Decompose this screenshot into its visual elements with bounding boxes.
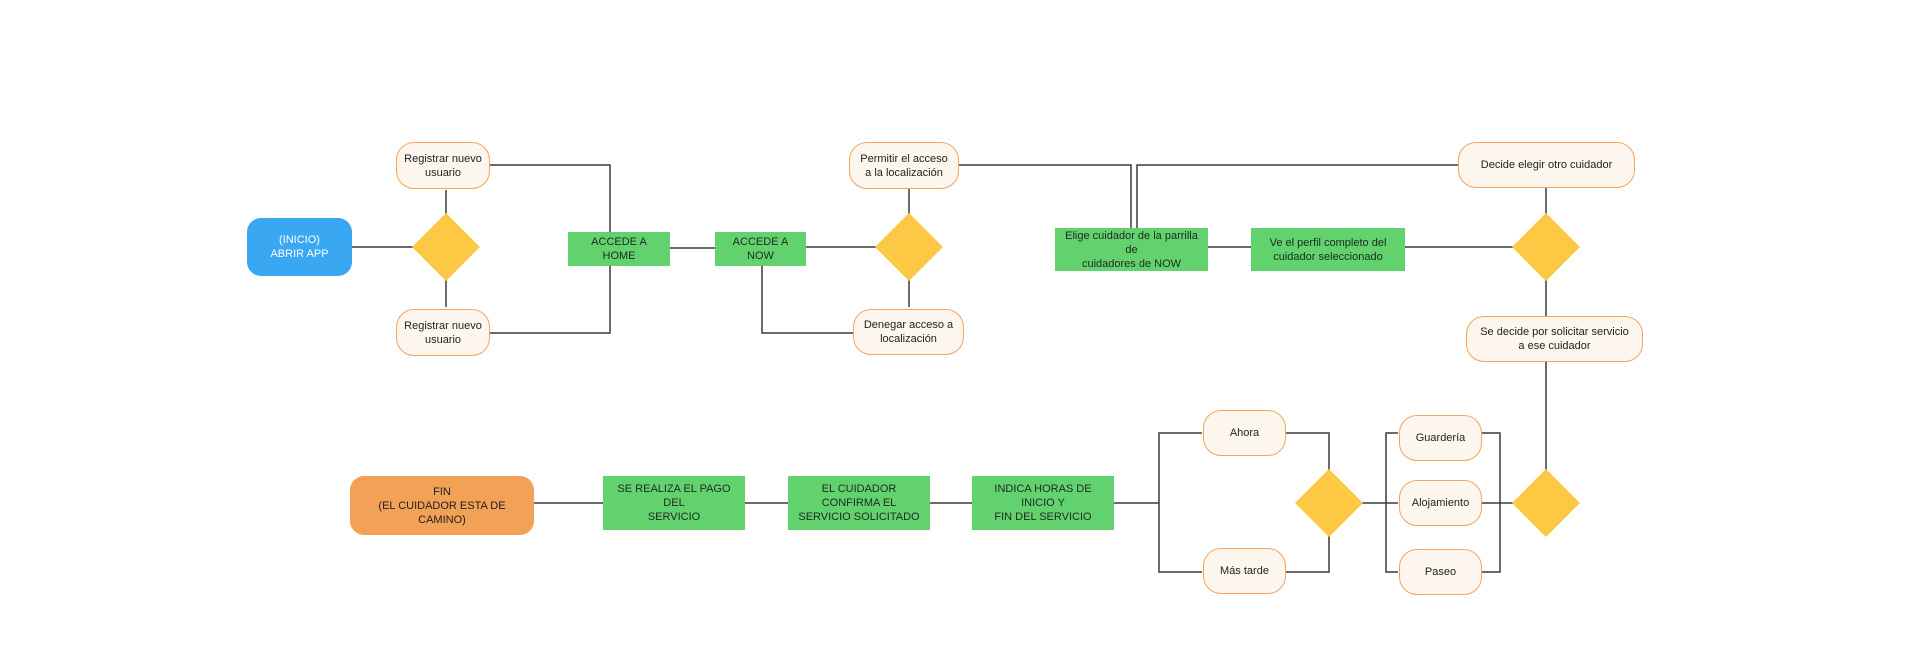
payment-node: SE REALIZA EL PAGO DEL SERVICIO — [603, 476, 745, 530]
connector — [1136, 164, 1458, 228]
start-node: (INICIO) ABRIR APP — [247, 218, 352, 276]
allow-location-node: Permitir el acceso a la localización — [849, 142, 959, 189]
option-walk-node: Paseo — [1399, 549, 1482, 595]
connector — [1158, 432, 1202, 573]
view-profile-node: Ve el perfil completo del cuidador selec… — [1251, 228, 1405, 271]
access-now-node: ACCEDE A NOW — [715, 232, 806, 266]
end-node: FIN (EL CUIDADOR ESTA DE CAMINO) — [350, 476, 534, 535]
service-hours-node: INDICA HORAS DE INICIO Y FIN DEL SERVICI… — [972, 476, 1114, 530]
access-home-node: ACCEDE A HOME — [568, 232, 670, 266]
deny-location-node: Denegar acceso a localización — [853, 309, 964, 355]
register-user-bottom-node: Registrar nuevo usuario — [396, 309, 490, 356]
connector — [490, 266, 611, 334]
option-daycare-node: Guardería — [1399, 415, 1482, 461]
connector — [761, 266, 853, 334]
register-user-top-node: Registrar nuevo usuario — [396, 142, 490, 189]
connector — [958, 164, 1132, 228]
connector — [1286, 432, 1330, 471]
option-lodging-node: Alojamiento — [1399, 480, 1482, 526]
carer-confirms-node: EL CUIDADOR CONFIRMA EL SERVICIO SOLICIT… — [788, 476, 930, 530]
choose-carer-node: Elige cuidador de la parrilla de cuidado… — [1055, 228, 1208, 271]
time-later-node: Más tarde — [1203, 548, 1286, 594]
time-now-node: Ahora — [1203, 410, 1286, 456]
connector — [1286, 535, 1330, 573]
request-service-node: Se decide por solicitar servicio a ese c… — [1466, 316, 1643, 362]
choose-other-carer-node: Decide elegir otro cuidador — [1458, 142, 1635, 188]
